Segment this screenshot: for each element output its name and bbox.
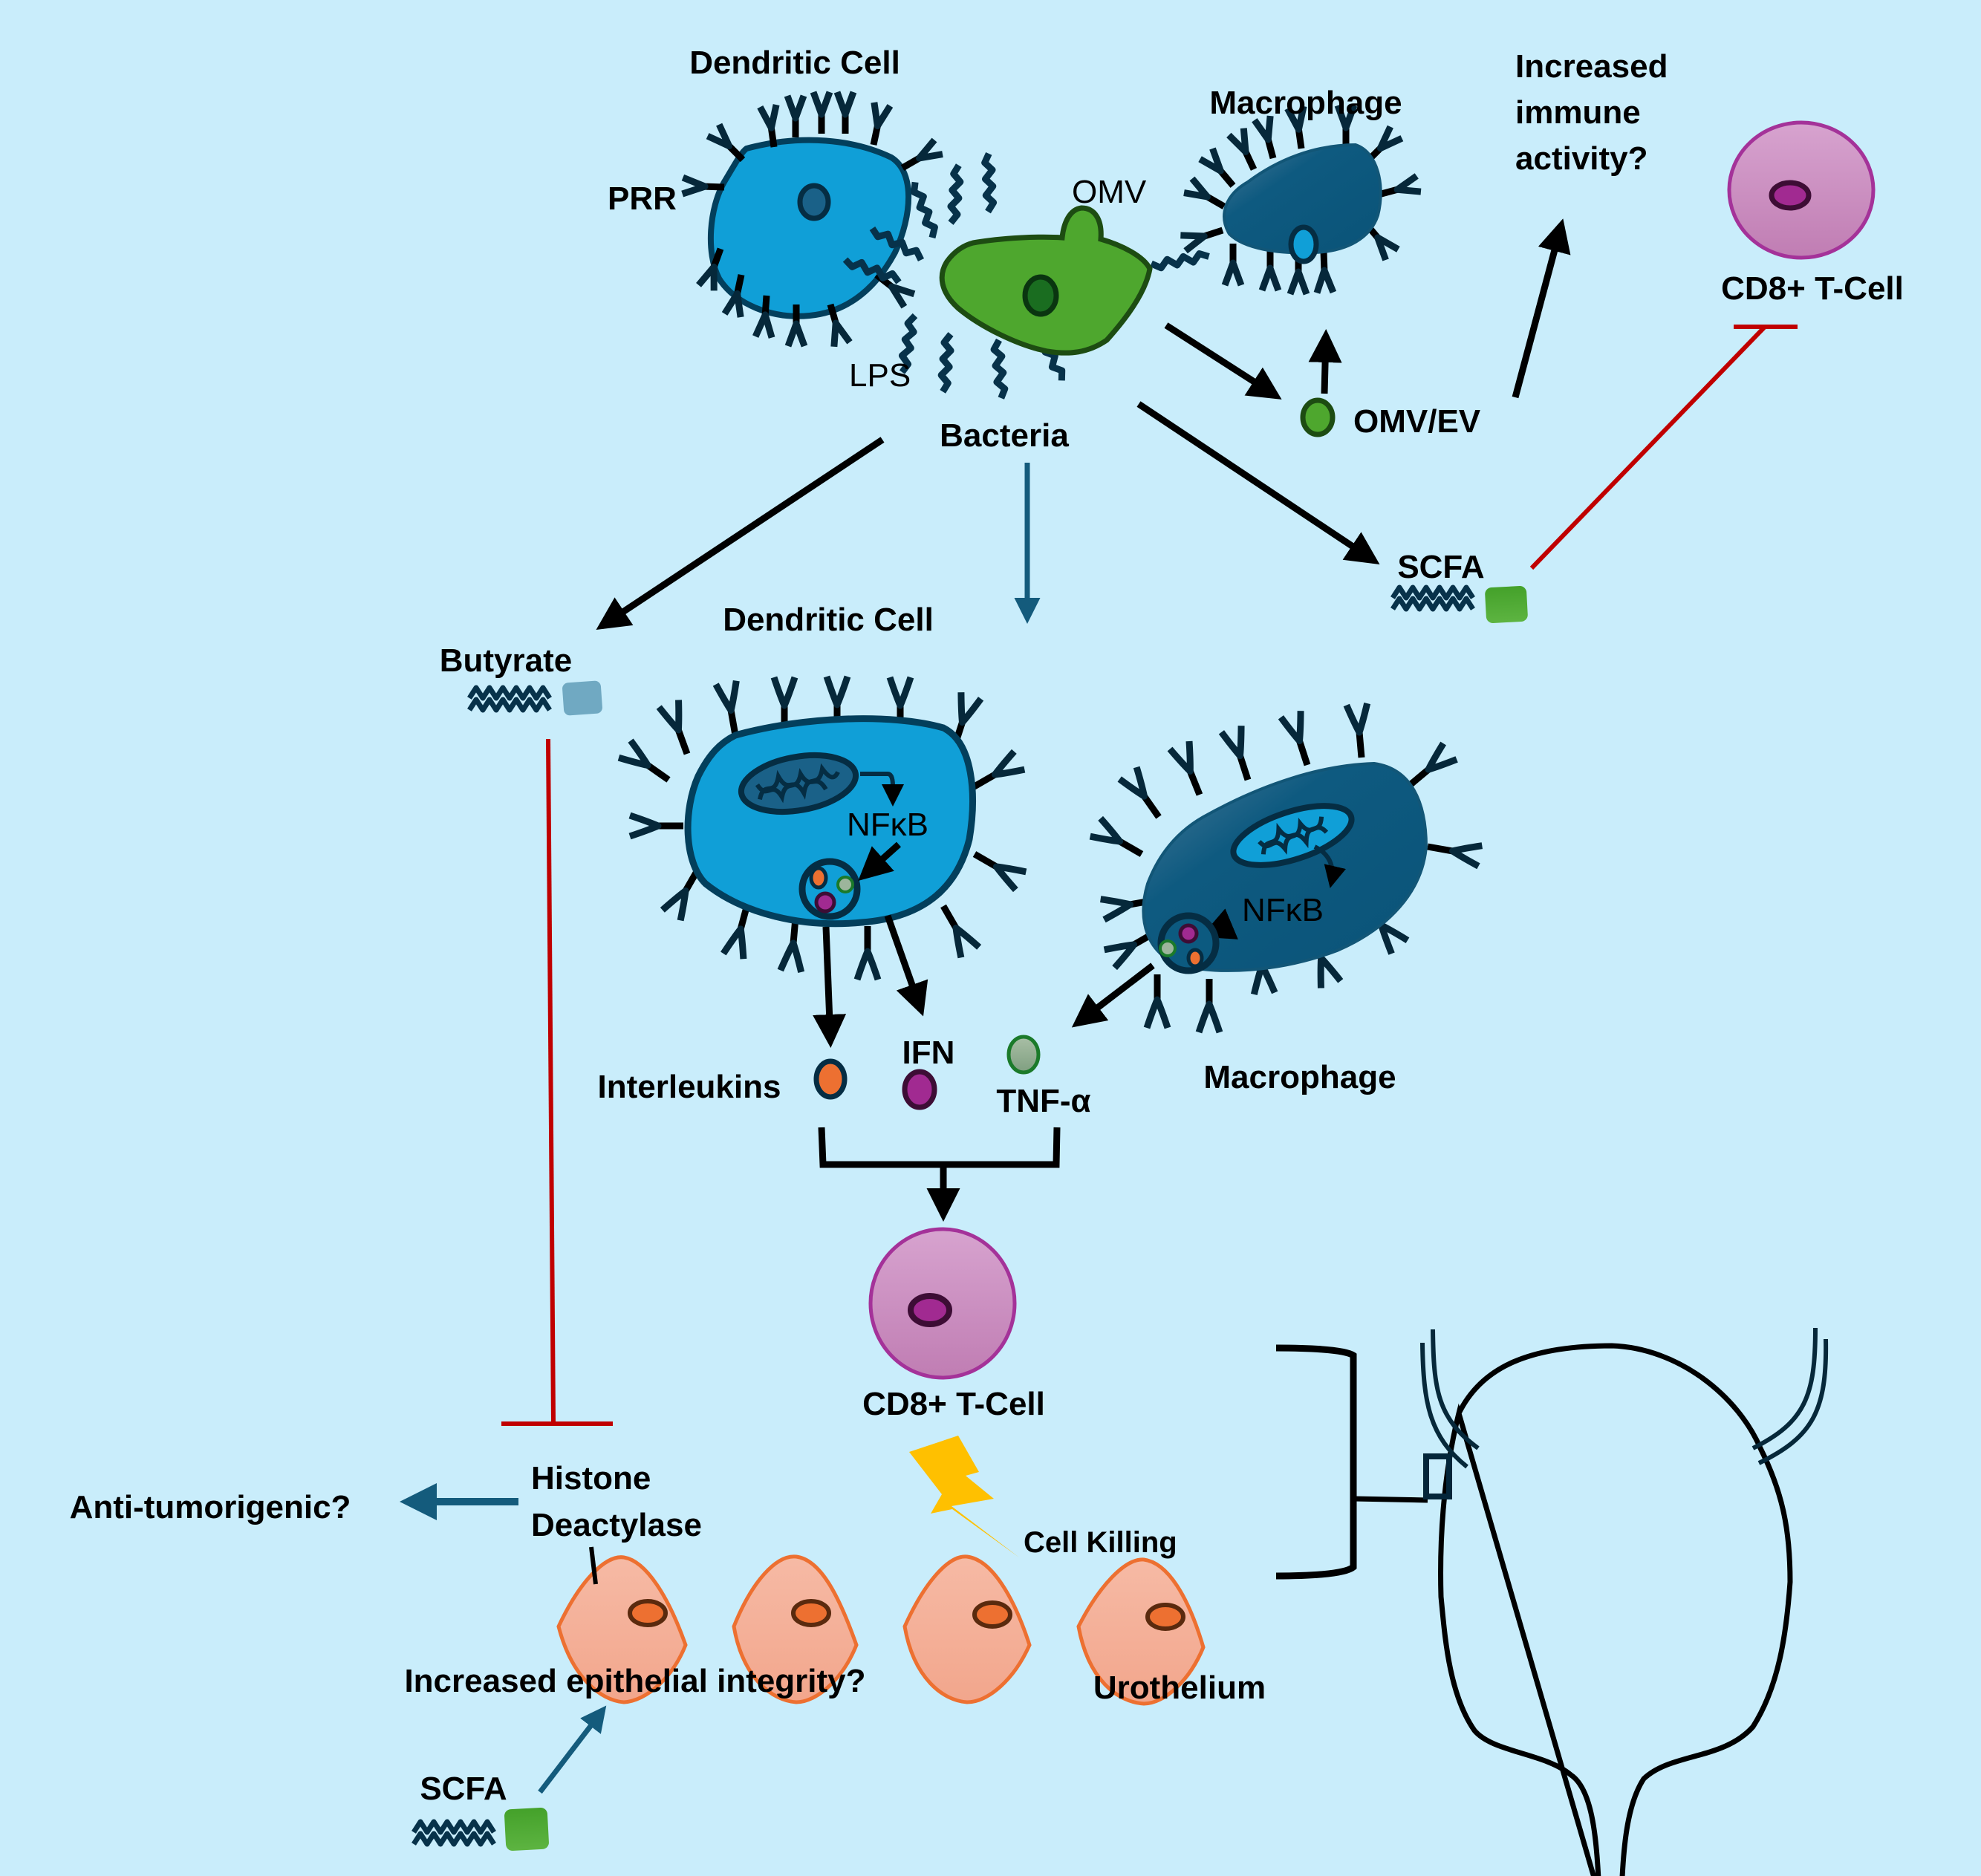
cytokines (813, 1035, 1041, 1110)
urothelium-cells (556, 1554, 1206, 1706)
label-cell-killing: Cell Killing (1024, 1526, 1177, 1559)
urothelium-bracket (1275, 1344, 1428, 1580)
lightning-icon (909, 1436, 1019, 1557)
macrophage-nucleus (1230, 803, 1355, 868)
label-dendritic-cell-mid: Dendritic Cell (723, 602, 934, 638)
label-cd8-mid: CD8+ T-Cell (862, 1386, 1045, 1422)
label-lps: LPS (849, 357, 911, 394)
label-scfa-bottom: SCFA (420, 1771, 507, 1807)
label-macrophage-top: Macrophage (1209, 85, 1402, 121)
tnf-dot (1006, 1035, 1041, 1075)
middle-macrophage (1090, 703, 1483, 1032)
urothelial-cell (1076, 1557, 1206, 1706)
cytokine-bracket (818, 1127, 1061, 1222)
middle-cd8-tcell (868, 1227, 1017, 1380)
ifn-dot (902, 1069, 937, 1110)
label-dendritic-cell-top: Dendritic Cell (689, 45, 900, 81)
scfa-bottom-molecule (412, 1807, 549, 1851)
label-butyrate: Butyrate (440, 642, 573, 679)
arrow-bacteria-to-omv (1164, 322, 1282, 400)
label-ifn: IFN (902, 1035, 955, 1071)
scfa-top-molecule (1390, 584, 1528, 623)
inhibit-butyrate-hdac (501, 738, 613, 1426)
label-tnf: TNF-α (996, 1083, 1090, 1119)
arrow-bacteria-to-butyrate (596, 437, 885, 630)
macrophage-nucleus-shape (1288, 224, 1319, 264)
arrow-scfa-to-epithelial (538, 1705, 607, 1794)
butyrate-molecule (467, 680, 602, 716)
middle-dendritic-cell (619, 677, 1026, 980)
interleukin-dot (813, 1058, 848, 1100)
urothelial-cell (732, 1554, 859, 1704)
arrow-omv-to-macrophage (1308, 329, 1342, 394)
bladder-icon (1420, 1327, 1829, 1876)
label-histone-1: Histone (531, 1460, 651, 1496)
macrophage-body (1223, 143, 1382, 255)
urothelial-cell (902, 1554, 1032, 1704)
dendritic-nucleus (797, 183, 831, 221)
top-cd8-tcell (1727, 120, 1876, 260)
label-omv: OMV (1072, 174, 1147, 210)
hdac-pointer (589, 1546, 598, 1585)
urothelial-cell (556, 1555, 688, 1704)
arrows-top (596, 218, 1571, 630)
label-epithelial-integrity: Increased epithelial integrity? (404, 1663, 865, 1699)
label-increased-immune-2: immune (1515, 94, 1641, 131)
bacteria-cell (844, 154, 1209, 399)
label-omv-ev: OMV/EV (1353, 403, 1481, 440)
label-histone-2: Deactylase (531, 1507, 702, 1543)
label-macrophage-mid: Macrophage (1203, 1059, 1396, 1095)
bacteria-nucleoid (1022, 274, 1059, 317)
label-cd8-top: CD8+ T-Cell (1721, 270, 1904, 307)
bladder-zoom-box (1423, 1453, 1452, 1499)
label-nfkb-mac: NFκB (1242, 892, 1324, 928)
inhibit-scfa-cd8 (1529, 325, 1798, 570)
arrows-cytokines (813, 914, 1155, 1048)
top-macrophage (1180, 105, 1421, 294)
label-nfkb-dc: NFκB (847, 807, 928, 843)
dc-nucleus (738, 752, 859, 815)
label-urothelium: Urothelium (1093, 1670, 1266, 1706)
arrow-bacteria-to-scfa (1136, 401, 1380, 564)
arrow-omv-to-immune (1512, 218, 1571, 399)
label-bacteria: Bacteria (940, 417, 1069, 454)
label-prr: PRR (608, 180, 677, 217)
label-anti-tumorigenic: Anti-tumorigenic? (70, 1489, 351, 1525)
omv-ev-vesicle (1300, 397, 1336, 437)
top-dendritic-cell-precise (683, 92, 943, 347)
label-increased-immune-3: activity? (1515, 140, 1648, 177)
label-scfa-top: SCFA (1397, 549, 1484, 585)
label-interleukins: Interleukins (598, 1069, 781, 1105)
label-increased-immune-1: Increased (1515, 48, 1668, 85)
